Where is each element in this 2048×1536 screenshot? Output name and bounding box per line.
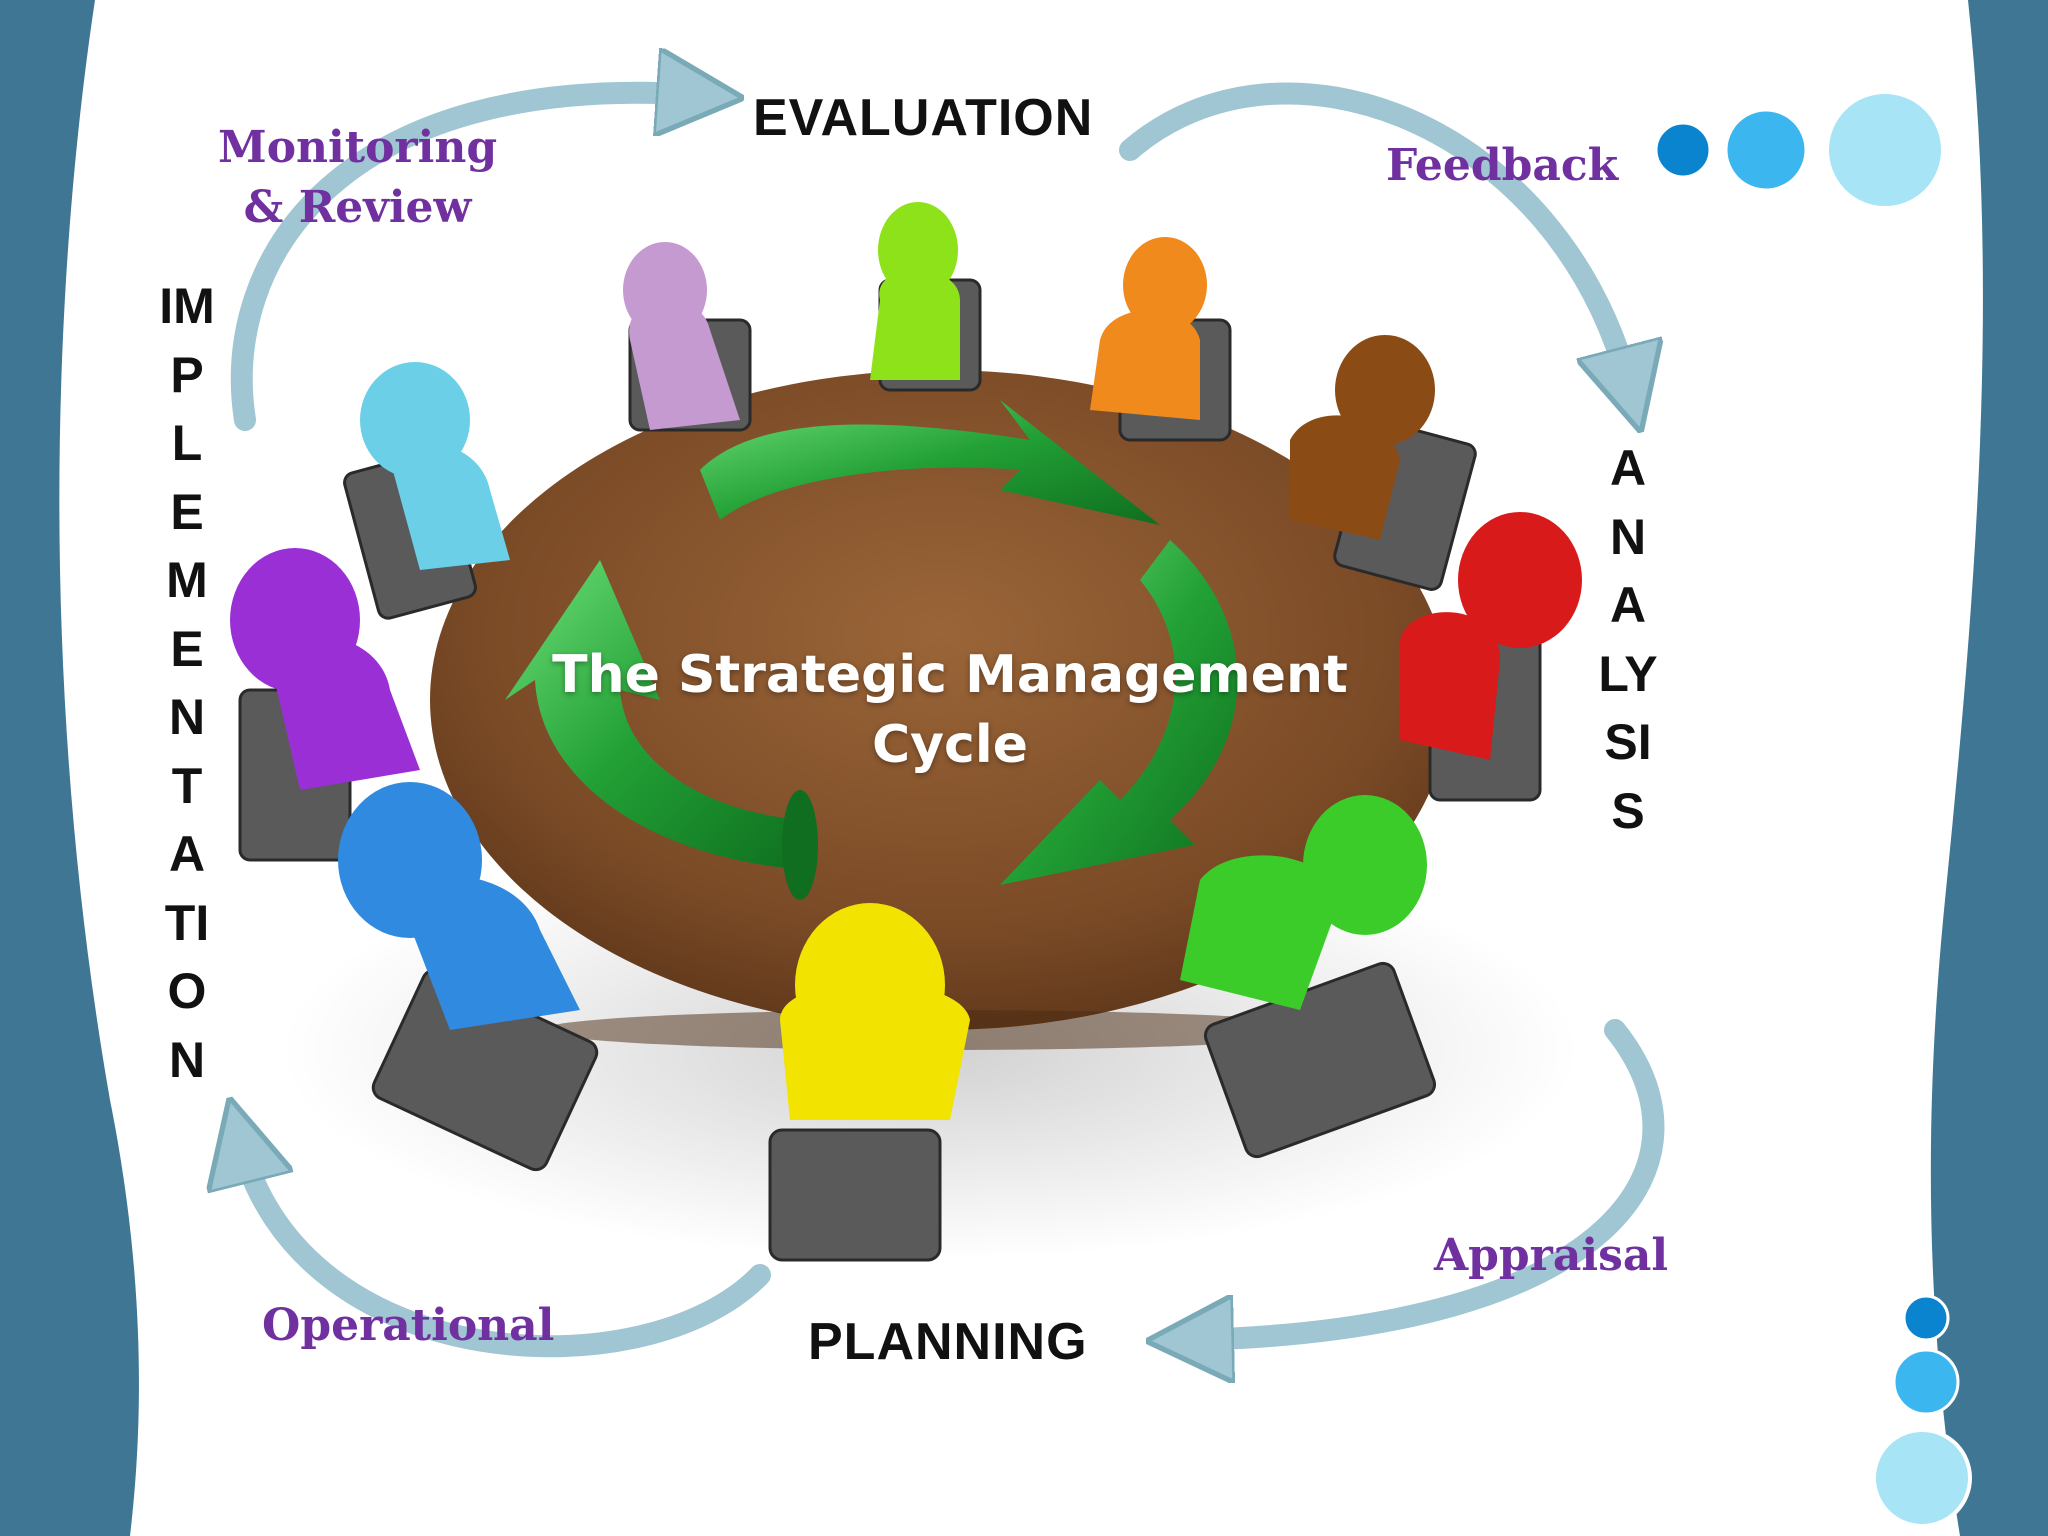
figure-red [1400, 512, 1582, 760]
figure-orange [1090, 237, 1207, 420]
process-monitoring-line-2: & Review [243, 182, 472, 233]
stage-analysis: ANALYSIS [1598, 440, 1658, 839]
process-monitoring-review: Monitoring & Review [218, 118, 497, 238]
curved-arrows [240, 93, 1653, 1347]
figure-brown [1290, 335, 1435, 540]
figure-blue [338, 782, 580, 1030]
process-appraisal: Appraisal [1434, 1230, 1669, 1281]
round-table [430, 370, 1450, 1030]
title-line-2: Cycle [872, 715, 1028, 775]
figure-light-blue [360, 362, 510, 570]
figure-yellow [780, 903, 970, 1120]
process-feedback: Feedback [1386, 140, 1619, 191]
figure-lilac [623, 242, 740, 430]
frame-right-band [1930, 0, 2048, 1536]
stage-implementation: IMPLEMENTATION [159, 278, 215, 1088]
frame-left-band [0, 0, 139, 1536]
figure-purple [230, 548, 420, 790]
figure-green [1180, 795, 1427, 1010]
stage-evaluation: EVALUATION [753, 89, 1094, 147]
stage-planning: PLANNING [808, 1313, 1088, 1371]
process-monitoring-line-1: Monitoring [218, 122, 498, 173]
process-operational: Operational [262, 1300, 555, 1351]
diagram-title: The Strategic Management Cycle [480, 640, 1420, 780]
figure-lime [870, 202, 960, 380]
title-line-1: The Strategic Management [552, 645, 1348, 705]
bubbles-bottom-right [1872, 1294, 1972, 1528]
chairs [238, 278, 1542, 1262]
bubbles-top-right [1654, 90, 1945, 210]
cycle-arrows [505, 400, 1238, 900]
